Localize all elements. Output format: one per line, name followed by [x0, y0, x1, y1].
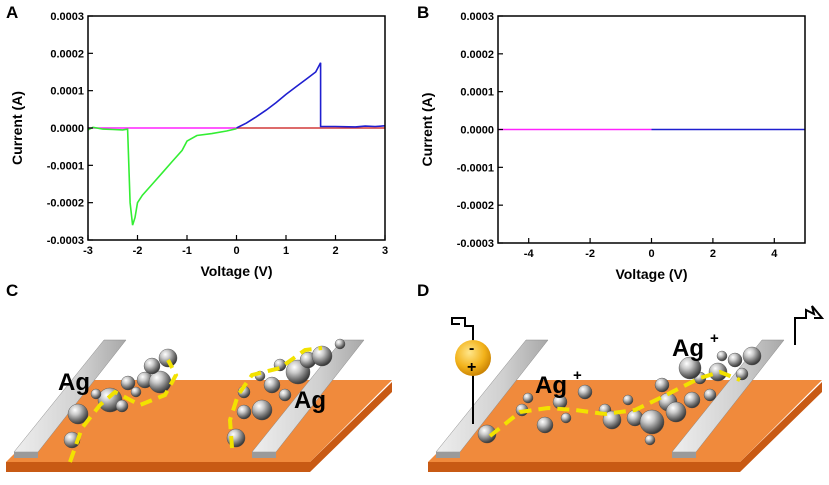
- y-tick-label-a-5: -0.0002: [47, 198, 84, 210]
- x-axis-title-a: Voltage (V): [200, 263, 272, 279]
- silver-particle-c-18: [311, 345, 333, 367]
- silver-particle-d-0: [477, 424, 497, 444]
- y-tick-label-a-4: -0.0001: [47, 160, 84, 172]
- ag-ion-charge-right: +: [710, 330, 719, 347]
- y-tick-label-b-0: 0.0003: [460, 11, 494, 23]
- y-tick-label-b-5: -0.0002: [457, 200, 494, 212]
- silver-particle-d-16: [678, 356, 702, 380]
- silver-particle-c-8: [158, 348, 178, 368]
- wire-right: [794, 305, 825, 345]
- silver-particle-c-22: [334, 338, 346, 350]
- y-tick-label-a-3: 0.0000: [50, 123, 84, 135]
- silver-particle-c-10: [115, 399, 129, 413]
- x-tick-label-a-0: -3: [83, 245, 93, 257]
- schematic-d: - + Ag + Ag +: [428, 305, 825, 472]
- ag-ion-charge-left: +: [573, 367, 582, 384]
- silver-particle-d-20: [735, 367, 749, 381]
- silver-particle-c-15: [278, 388, 292, 402]
- silver-particle-c-7: [143, 357, 161, 375]
- silver-particle-d-7: [602, 410, 622, 430]
- series-line-a-3: [87, 126, 237, 226]
- silver-particle-d-13: [683, 391, 701, 409]
- silver-particle-d-18: [727, 352, 743, 368]
- series-line-a-1: [236, 62, 386, 129]
- y-tick-label-b-2: 0.0001: [460, 87, 494, 99]
- silver-particle-d-5: [577, 384, 593, 400]
- ag-ion-label-left: Ag: [535, 372, 567, 399]
- battery-plus: +: [467, 359, 476, 376]
- silver-particle-d-12: [665, 401, 687, 423]
- x-tick-label-a-2: -1: [182, 245, 192, 257]
- conductive-filament-left: [68, 359, 179, 463]
- silver-particle-d-22: [560, 412, 572, 424]
- x-tick-label-a-1: -2: [133, 245, 143, 257]
- substrate-side-d: [428, 382, 822, 472]
- silver-particle-d-21: [716, 350, 728, 362]
- y-tick-label-b-4: -0.0001: [457, 162, 494, 174]
- battery-icon: [455, 340, 491, 376]
- y-tick-label-a-1: 0.0002: [50, 48, 84, 60]
- silver-particle-d-23: [622, 394, 634, 406]
- silver-nanoparticles-d: [477, 346, 762, 446]
- y-tick-label-b-1: 0.0002: [460, 49, 494, 61]
- x-tick-label-b-3: 2: [710, 248, 716, 260]
- y-axis-title-a: Current (A): [9, 91, 25, 165]
- x-tick-label-a-3: 0: [233, 245, 239, 257]
- x-tick-label-b-2: 0: [648, 248, 654, 260]
- silver-particle-c-14: [263, 376, 281, 394]
- y-tick-label-b-6: -0.0003: [457, 238, 494, 250]
- panel-letter-a: A: [6, 3, 18, 22]
- ag-label-left: Ag: [58, 369, 90, 396]
- x-tick-label-a-4: 1: [283, 245, 289, 257]
- x-axis-title-b: Voltage (V): [615, 266, 687, 282]
- schematic-c: Ag Ag: [6, 338, 392, 472]
- x-tick-label-a-6: 3: [382, 245, 388, 257]
- silver-particle-d-2: [536, 416, 554, 434]
- x-tick-label-a-5: 2: [332, 245, 338, 257]
- conductive-filament-right: [227, 346, 323, 449]
- silver-particle-c-13: [251, 399, 273, 421]
- silver-particle-d-24: [644, 434, 656, 446]
- right-electrode-side: [252, 452, 276, 458]
- silver-particle-c-4: [130, 386, 142, 398]
- silver-particle-d-19: [742, 346, 762, 366]
- chart-b: -4 -2 0 2 4 0.0003 0.0002 0.0001 0.0000 -0.0001 -0…: [419, 11, 806, 282]
- silver-particle-c-6: [148, 370, 172, 394]
- ag-label-right: Ag: [294, 387, 326, 414]
- wire-left: [451, 317, 474, 424]
- y-tick-label-a-6: -0.0003: [47, 235, 84, 247]
- y-tick-label-a-2: 0.0001: [50, 86, 84, 98]
- silver-particle-c-0: [63, 431, 81, 449]
- silver-particle-c-3: [120, 375, 136, 391]
- left-electrode-side: [14, 452, 38, 458]
- chart-a: -3 -2 -1 0 1 2 3 0.0003 0.0002 0.0001 0.0000 -0.000…: [9, 11, 388, 279]
- silver-particle-c-12: [236, 404, 252, 420]
- ag-ion-label-right: Ag: [672, 335, 704, 362]
- panel-letter-d: D: [417, 281, 429, 300]
- silver-particle-d-14: [703, 388, 717, 402]
- y-tick-label-a-0: 0.0003: [50, 11, 84, 23]
- x-tick-label-b-1: -2: [585, 248, 595, 260]
- battery-minus: -: [469, 340, 474, 357]
- x-tick-label-b-4: 4: [771, 248, 778, 260]
- silver-particle-d-11: [654, 377, 670, 393]
- panel-letter-c: C: [6, 281, 18, 300]
- silver-particle-d-9: [639, 409, 665, 435]
- y-tick-label-b-3: 0.0000: [460, 125, 494, 137]
- panel-letter-b: B: [417, 3, 429, 22]
- silver-nanoparticles-c: [63, 338, 346, 449]
- right-electrode-d-side: [672, 452, 696, 458]
- silver-particle-d-17: [708, 362, 728, 382]
- y-axis-title-b: Current (A): [419, 93, 435, 167]
- x-tick-label-b-0: -4: [524, 248, 535, 260]
- silver-particle-c-1: [67, 403, 89, 425]
- substrate-side: [6, 382, 392, 472]
- conductive-filament-d: [488, 369, 741, 438]
- silver-particle-c-9: [90, 388, 102, 400]
- left-electrode-d-side: [436, 452, 460, 458]
- silver-particle-d-3: [522, 392, 534, 404]
